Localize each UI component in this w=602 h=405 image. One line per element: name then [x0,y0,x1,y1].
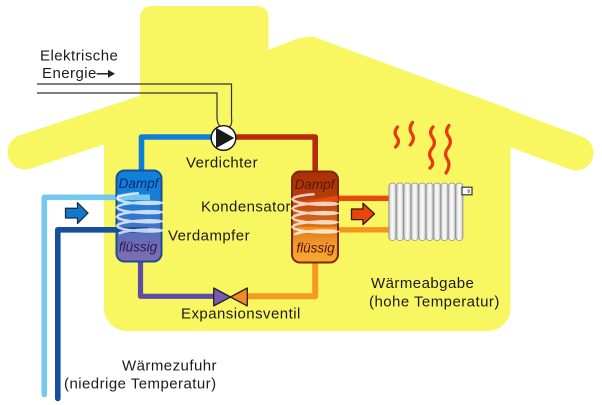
svg-text:Wärmeabgabe: Wärmeabgabe [371,275,474,292]
svg-text:Dampf: Dampf [295,177,336,192]
svg-text:Verdichter: Verdichter [186,155,258,172]
svg-text:Dampf: Dampf [119,176,160,191]
svg-text:Energie: Energie [42,65,97,82]
svg-text:(niedrige Temperatur): (niedrige Temperatur) [64,376,217,393]
svg-text:(hohe Temperatur): (hohe Temperatur) [369,294,500,311]
svg-text:Verdampfer: Verdampfer [168,228,250,245]
svg-text:flüssig: flüssig [296,241,335,256]
svg-text:Elektrische: Elektrische [40,48,118,65]
svg-text:Expansionsventil: Expansionsventil [181,306,301,323]
svg-text:Wärmezufuhr: Wärmezufuhr [122,358,217,375]
svg-text:flüssig: flüssig [119,240,158,255]
svg-text:Kondensator: Kondensator [201,199,291,216]
